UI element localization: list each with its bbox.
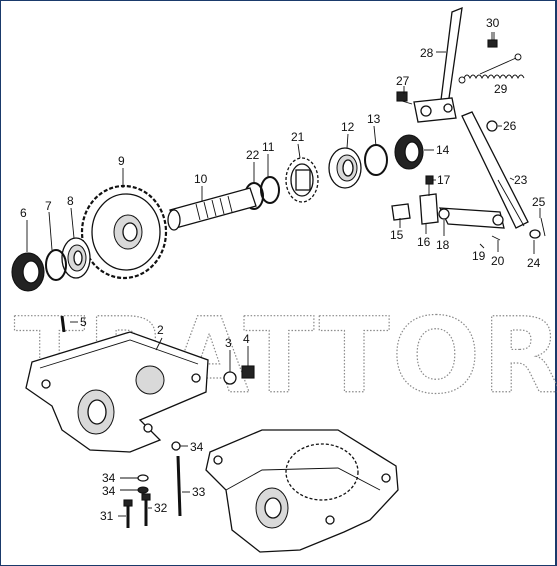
callout-34-top: 34 xyxy=(190,440,204,454)
callout-34-mid: 34 xyxy=(102,471,116,485)
callout-11: 11 xyxy=(262,140,275,154)
callout-6: 6 xyxy=(20,206,27,220)
callout-3: 3 xyxy=(225,336,232,350)
callout-24: 24 xyxy=(527,256,541,270)
part-9-large-gear xyxy=(80,184,168,280)
part-20-pin xyxy=(491,235,501,241)
part-14-seal xyxy=(394,134,424,170)
callout-28: 28 xyxy=(420,46,434,60)
callout-25: 25 xyxy=(532,195,546,209)
callout-30: 30 xyxy=(486,16,500,30)
callout-34-low: 34 xyxy=(102,484,116,498)
part-8-bearing xyxy=(61,237,91,279)
part-34-nuts-washers xyxy=(137,441,181,494)
part-6-seal xyxy=(11,252,45,292)
part-19-lever xyxy=(438,207,505,229)
part-26-nut xyxy=(486,120,498,132)
callout-7: 7 xyxy=(45,199,52,213)
part-28-lever xyxy=(413,6,463,123)
callout-27: 27 xyxy=(396,74,410,88)
callout-5: 5 xyxy=(80,315,87,329)
part-12-bearing xyxy=(328,147,362,189)
callout-20: 20 xyxy=(491,254,505,268)
part-10-shaft xyxy=(167,187,257,231)
callout-33: 33 xyxy=(192,485,206,499)
part-25-pin xyxy=(540,217,546,237)
part-32-bolt xyxy=(141,493,151,526)
callout-14: 14 xyxy=(436,143,450,157)
part-7-ring xyxy=(45,249,67,281)
callout-19: 19 xyxy=(472,249,486,263)
callout-8: 8 xyxy=(67,194,74,208)
callout-10: 10 xyxy=(194,172,208,186)
callout-32: 32 xyxy=(154,501,168,515)
callout-labels: 30 28 29 27 26 13 12 14 11 21 22 9 10 17… xyxy=(20,16,546,523)
part-13-ring xyxy=(364,144,388,176)
part-23-link xyxy=(461,111,529,229)
callout-21: 21 xyxy=(291,130,305,144)
part-15-block xyxy=(391,203,411,221)
part-18-washer xyxy=(438,208,450,220)
part-2-housing-cover xyxy=(25,331,209,453)
callout-4: 4 xyxy=(243,332,250,346)
main-gear-housing xyxy=(205,429,399,553)
callout-17: 17 xyxy=(437,173,451,187)
leader-lines xyxy=(26,32,541,517)
part-17-bolt xyxy=(425,175,434,196)
callout-26: 26 xyxy=(503,119,517,133)
part-31-bolt xyxy=(123,499,133,528)
callout-22: 22 xyxy=(246,148,260,162)
part-24-washer xyxy=(529,229,541,239)
part-21-small-gear xyxy=(285,157,319,203)
callout-31: 31 xyxy=(100,509,114,523)
callout-9: 9 xyxy=(118,154,125,168)
callout-16: 16 xyxy=(417,235,431,249)
part-30-screw xyxy=(487,32,498,48)
part-27-pin xyxy=(396,91,413,105)
callout-13: 13 xyxy=(367,112,381,126)
part-16-bracket xyxy=(419,193,439,225)
callout-15: 15 xyxy=(390,228,404,242)
part-33-stud xyxy=(176,455,182,517)
part-5-pin xyxy=(60,315,66,333)
part-3-washer xyxy=(223,371,237,385)
callout-23: 23 xyxy=(514,173,528,187)
callout-18: 18 xyxy=(436,238,450,252)
part-29-spring xyxy=(458,53,525,84)
part-4-plug xyxy=(241,365,255,379)
callout-29: 29 xyxy=(494,82,508,96)
callout-12: 12 xyxy=(341,120,355,134)
callout-2: 2 xyxy=(157,323,164,337)
